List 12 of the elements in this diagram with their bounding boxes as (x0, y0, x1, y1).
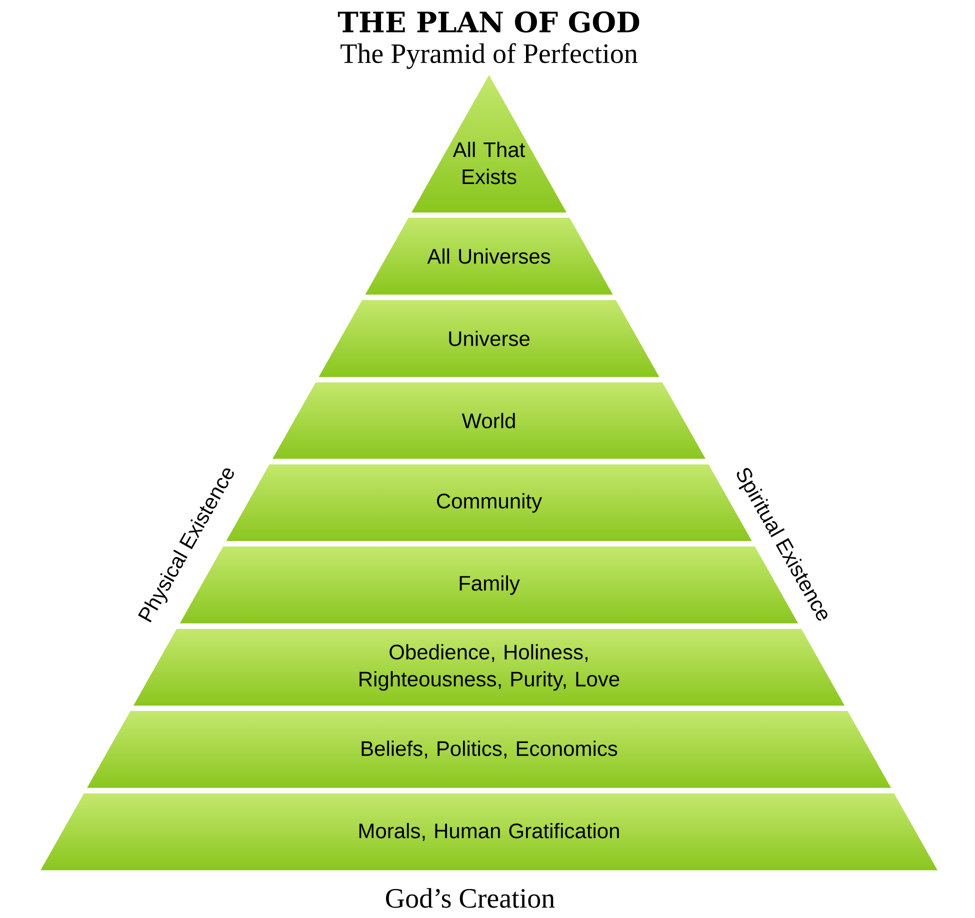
caption: God’s Creation (386, 888, 555, 908)
title: THE PLAN OF GOD (338, 11, 640, 33)
pyramid-layer: Family (460, 575, 520, 595)
pyramid-layer: Beliefs, Politics, Economics (362, 740, 618, 759)
pyramid-layer: World (462, 412, 515, 428)
pyramid-layer: All Universes (427, 248, 550, 264)
pyramid-layer: Obedience, Holiness, Righteousness, Purity, Love (360, 644, 620, 691)
pyramid-layer: Morals, Human Gratification (359, 822, 619, 841)
pyramid-layer: Community (436, 493, 542, 513)
subtitle: The Pyramid of Perfection (340, 43, 638, 69)
pyramid-layer: All That Exists (452, 142, 525, 184)
pyramid-layer: Universe (449, 330, 530, 346)
